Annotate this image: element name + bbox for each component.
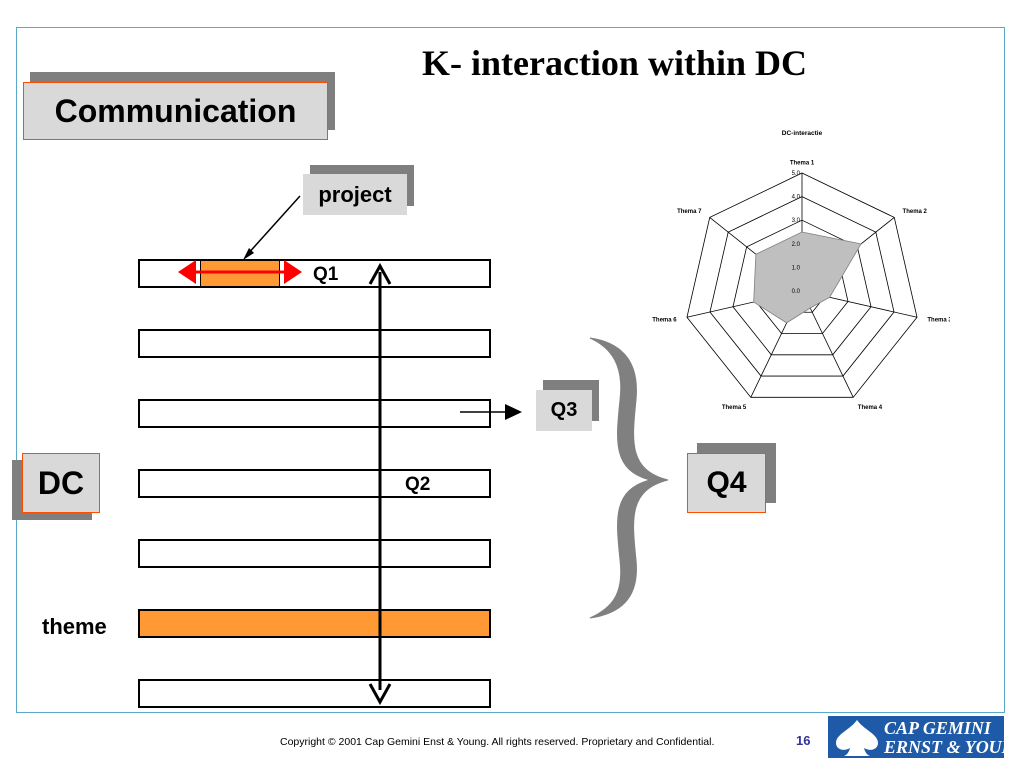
communication-label-text: Communication: [54, 92, 297, 129]
q3-label-text: Q3: [550, 399, 578, 421]
radar-tick-label: 1.0: [792, 265, 801, 271]
project-bar-5: [138, 539, 491, 568]
curly-brace: [589, 337, 669, 619]
logo-line-1: CAP GEMINI: [884, 718, 991, 738]
q2-arrowhead-bottom: [368, 683, 392, 706]
radar-axis-label: Thema 3: [927, 318, 950, 324]
radar-tick-label: 0.0: [792, 289, 801, 295]
q3-arrowhead: [505, 404, 522, 420]
radar-gridline: [732, 219, 872, 356]
radar-axis-label: Thema 5: [722, 405, 747, 411]
project-label-text: project: [318, 181, 392, 207]
dc-label-text: DC: [37, 464, 85, 501]
copyright-text: Copyright © 2001 Cap Gemini Enst & Young…: [280, 736, 715, 748]
spade-icon: [836, 720, 878, 756]
project-pointer-line: [245, 195, 301, 257]
project-bar-4: [138, 469, 491, 498]
radar-gridline: [686, 172, 918, 398]
radar-tick-label: 4.0: [792, 195, 801, 201]
project-label: project: [303, 174, 407, 215]
communication-label: Communication: [23, 82, 328, 140]
project-pointer-arrowhead: [243, 248, 254, 260]
slide-frame: [16, 27, 1005, 713]
radar-axis-label: Thema 6: [652, 318, 677, 324]
radar-tick-label: 3.0: [792, 218, 801, 224]
radar-tick-label: 5.0: [792, 171, 801, 177]
radar-tick-label: 2.0: [792, 242, 801, 248]
q3-label: Q3: [536, 390, 592, 431]
logo-line-2: ERNST & YOUNG: [884, 737, 1024, 757]
q1-label: Q1: [313, 264, 339, 285]
project-bar-2: [138, 329, 491, 358]
q1-red-arrowhead-right: [284, 260, 302, 284]
radar-title: DC-interactie: [782, 130, 823, 137]
page-number: 16: [796, 733, 811, 748]
slide-title: K- interaction within DC: [422, 43, 807, 83]
theme-label: theme: [42, 614, 107, 639]
radar-labels: 0.0 1.0 2.0 3.0 4.0 5.0 Thema 1 Thema 2 Thema 3 T…: [652, 160, 950, 411]
project-bar-3: [138, 399, 491, 428]
q4-label: Q4: [687, 453, 766, 513]
radar-axis-label: Thema 4: [858, 405, 883, 411]
project-bar-7: [138, 679, 491, 708]
radar-axis-label: Thema 7: [677, 209, 702, 215]
radar-spoke: [801, 290, 854, 398]
q1-red-arrowhead-left: [178, 260, 196, 284]
company-logo: CAP GEMINI ERNST & YOUNG: [828, 716, 1024, 758]
radar-axis-label: Thema 2: [903, 209, 928, 215]
q2-label: Q2: [405, 474, 431, 495]
theme-bar: [138, 609, 491, 638]
radar-gridline: [709, 196, 895, 377]
q4-label-text: Q4: [706, 466, 747, 499]
radar-series-area: [753, 231, 862, 324]
dc-label: DC: [22, 453, 100, 513]
radar-chart: DC-interactie 0.0 1.0 2.0 3.0 4.0 5.0 Thema 1 T…: [652, 130, 950, 411]
radar-axis-label: Thema 1: [790, 160, 815, 166]
q2-arrowhead-top: [368, 262, 392, 285]
